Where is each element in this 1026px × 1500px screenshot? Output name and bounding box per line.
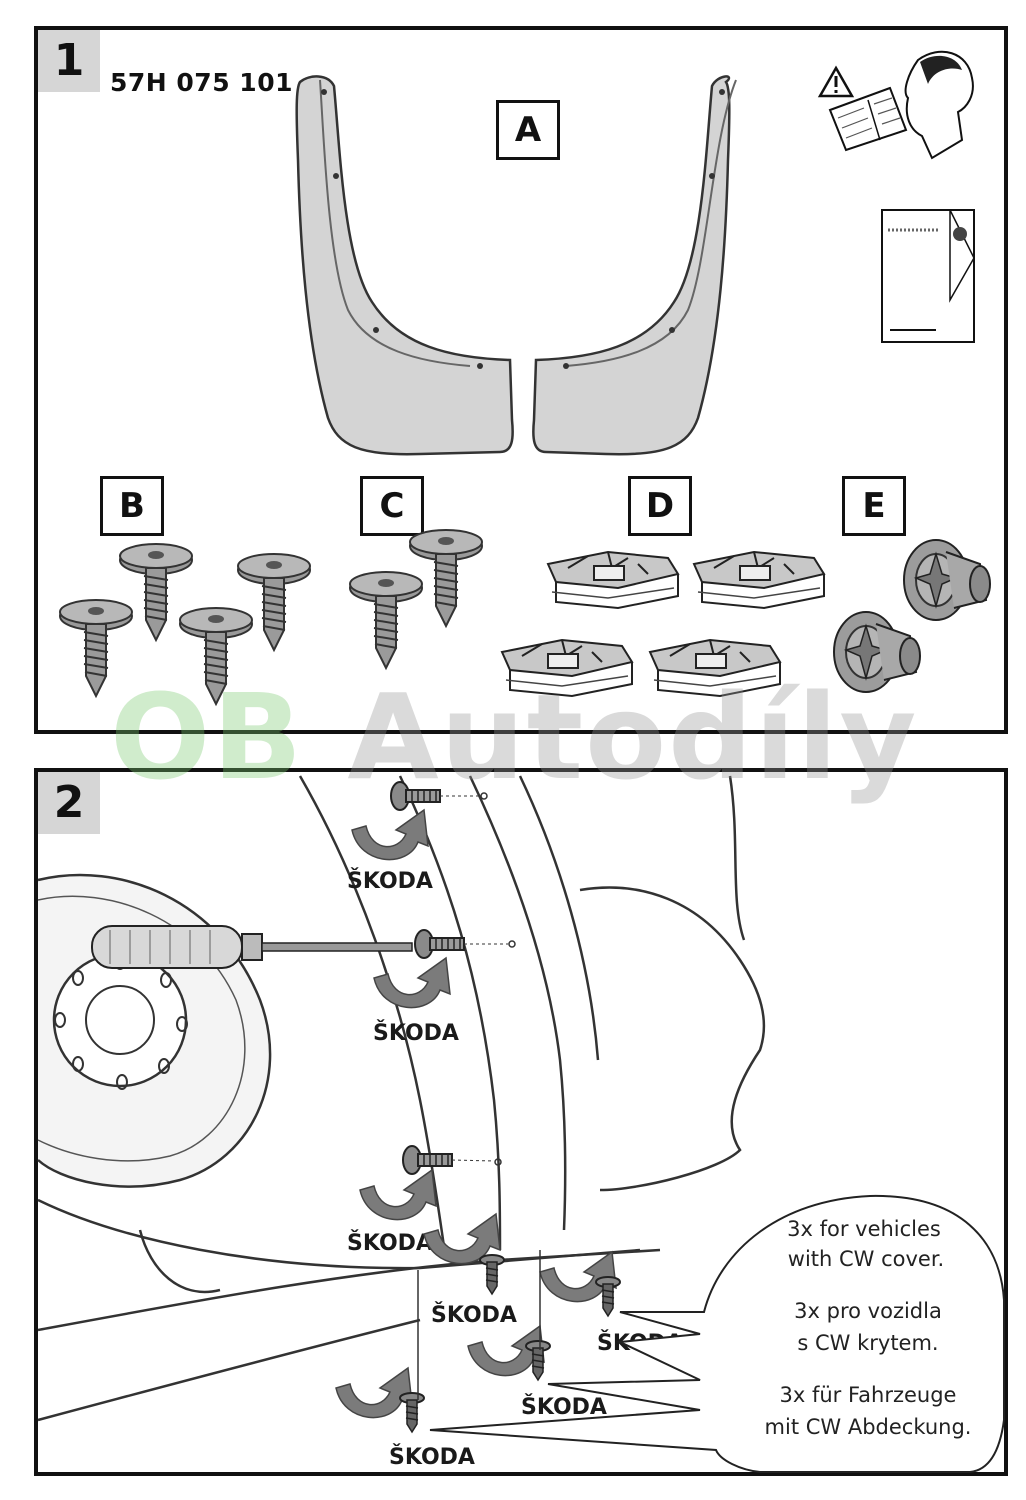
label-d: D: [628, 476, 692, 536]
watermark-part2: Autodíly: [347, 668, 919, 806]
watermark-part1: OB: [110, 668, 305, 806]
label-a: A: [496, 100, 560, 160]
label-e: E: [842, 476, 906, 536]
part-number: 57H 075 101: [110, 68, 293, 97]
step-2-number: 2: [38, 772, 100, 834]
step-2-panel: 2: [34, 768, 1008, 1476]
label-c: C: [360, 476, 424, 536]
watermark: OB Autodíly: [110, 668, 918, 806]
step-1-number: 1: [38, 30, 100, 92]
step-1-panel: 1 57H 075 101 A B C D E: [34, 26, 1008, 734]
label-b: B: [100, 476, 164, 536]
